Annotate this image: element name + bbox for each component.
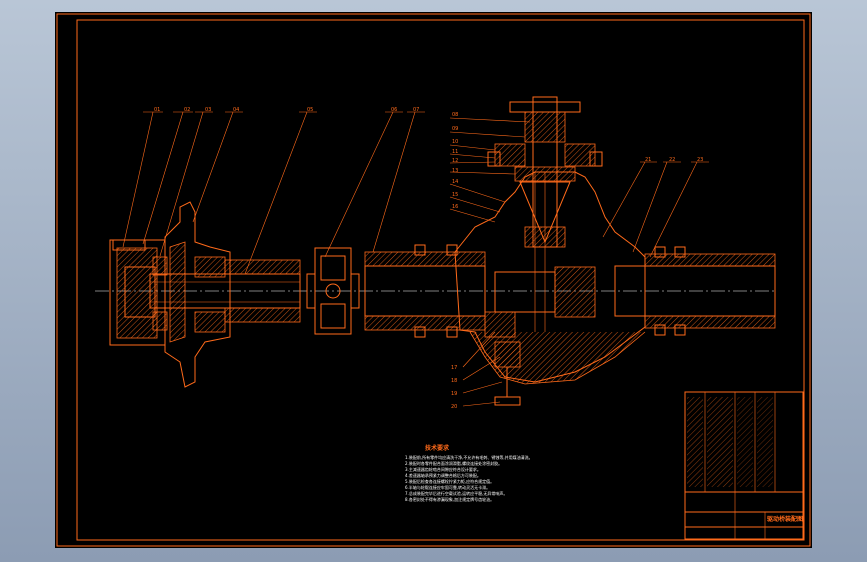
title-block-name: 驱动桥装配图 — [767, 515, 803, 523]
leaders-top-left — [122, 111, 425, 275]
notes-heading: 技术要求 — [425, 444, 450, 452]
label-09: 09 — [452, 126, 458, 132]
outer-border — [56, 13, 811, 547]
leaders-bottom — [462, 331, 503, 407]
note-line-1: 1.装配前,所有零件均应清洗干净,不允许有毛刺、锈蚀等,并用煤油清洗。 — [405, 454, 533, 460]
note-line-6: 6.半轴与轮毂连接应牢固可靠,转动灵活无卡滞。 — [405, 484, 490, 490]
label-08: 08 — [452, 112, 458, 118]
label-20: 20 — [451, 404, 457, 410]
label-14: 14 — [452, 179, 458, 185]
coupling — [306, 247, 360, 335]
leaders-top-right — [602, 161, 709, 258]
note-line-7: 7.总成装配完毕后进行空载试验,运转应平稳,无异常响声。 — [405, 490, 507, 496]
label-11: 11 — [452, 149, 458, 155]
label-23: 23 — [697, 157, 703, 163]
label-15: 15 — [452, 192, 458, 198]
note-line-3: 3.主减速器齿轮啮合间隙应符合设计要求。 — [405, 466, 481, 472]
label-16: 16 — [452, 204, 458, 210]
title-block: 驱动桥装配图 — [684, 391, 804, 540]
note-line-5: 5.装配后检查各连接螺栓拧紧力矩,应符合规定值。 — [405, 478, 494, 484]
left-axle-shaft — [149, 259, 301, 323]
axle-housing-right — [614, 246, 776, 336]
label-01: 01 — [154, 107, 160, 113]
pinion-assembly — [487, 96, 603, 248]
label-21: 21 — [645, 157, 651, 163]
label-19: 19 — [451, 391, 457, 397]
label-05: 05 — [307, 107, 313, 113]
note-line-8: 8.各密封处不得有渗漏现象,加注规定牌号齿轮油。 — [405, 496, 494, 502]
label-22: 22 — [669, 157, 675, 163]
note-line-2: 2.装配时各零件配合面涂润滑脂,螺纹连接处涂密封胶。 — [405, 460, 502, 466]
drain-plug — [494, 341, 521, 406]
left-hub — [109, 201, 231, 388]
note-line-4: 4.差速器轴承预紧力调整合格后方可装配。 — [405, 472, 481, 478]
drawing-canvas: 01 02 03 04 05 06 07 08 09 10 11 12 13 1… — [55, 12, 812, 548]
label-06: 06 — [391, 107, 397, 113]
cad-drawing: 01 02 03 04 05 06 07 08 09 10 11 12 13 1… — [56, 13, 811, 547]
label-18: 18 — [451, 378, 457, 384]
label-17: 17 — [451, 365, 457, 371]
inner-border — [76, 19, 805, 541]
differential-carrier — [454, 171, 646, 385]
label-03: 03 — [205, 107, 211, 113]
label-12: 12 — [452, 158, 458, 164]
label-04: 04 — [233, 107, 239, 113]
label-13: 13 — [452, 168, 458, 174]
label-10: 10 — [452, 139, 458, 145]
label-02: 02 — [184, 107, 190, 113]
technical-notes: 技术要求 1.装配前,所有零件均应清洗干净,不允许有毛刺、锈蚀等,并用煤油清洗。… — [405, 444, 533, 502]
label-07: 07 — [413, 107, 419, 113]
leaders-center — [449, 117, 531, 223]
